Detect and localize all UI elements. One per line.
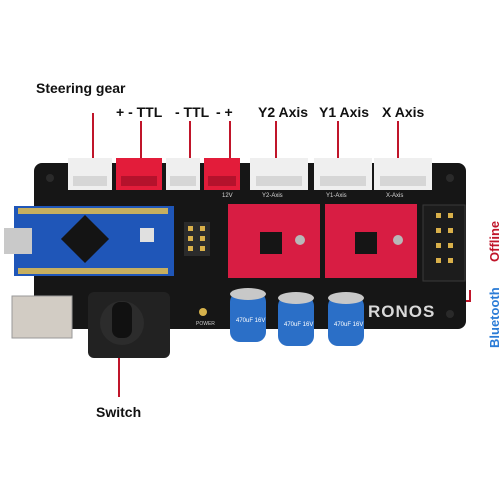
ttl-plus-minus-label: + - TTL (116, 104, 163, 120)
x-axis-label: X Axis (382, 104, 425, 120)
capacitor-label-3: 470uF 16V (334, 322, 364, 328)
dc-jack (11, 295, 73, 339)
switch-label: Switch (96, 404, 142, 420)
steering-gear-label: Steering gear (36, 80, 126, 96)
capacitors (230, 288, 364, 346)
arduino-nano (4, 206, 174, 276)
y1-axis-label: Y1 Axis (319, 104, 370, 120)
offline-bluetooth-header (422, 204, 466, 282)
y2-axis-label: Y2 Axis (258, 104, 309, 120)
joystick-switch (88, 292, 170, 358)
silk-y2: Y2-Axis (262, 193, 283, 199)
silk-y1: Y1-Axis (326, 193, 347, 199)
stepper-drivers (228, 204, 417, 278)
silk-12v: 12V (222, 193, 233, 199)
ttl-minus-label: - TTL (175, 104, 210, 120)
minus-plus-label: - + (216, 104, 233, 120)
capacitor-label-2: 470uF 16V (284, 322, 314, 328)
capacitor-label-1: 470uF 16V (236, 318, 266, 324)
silk-x: X-Axis (386, 193, 404, 199)
power-silkscreen: POWER (196, 321, 215, 327)
brand-logo: RONOS (368, 302, 436, 321)
power-led (199, 308, 207, 316)
top-connectors (68, 158, 432, 190)
